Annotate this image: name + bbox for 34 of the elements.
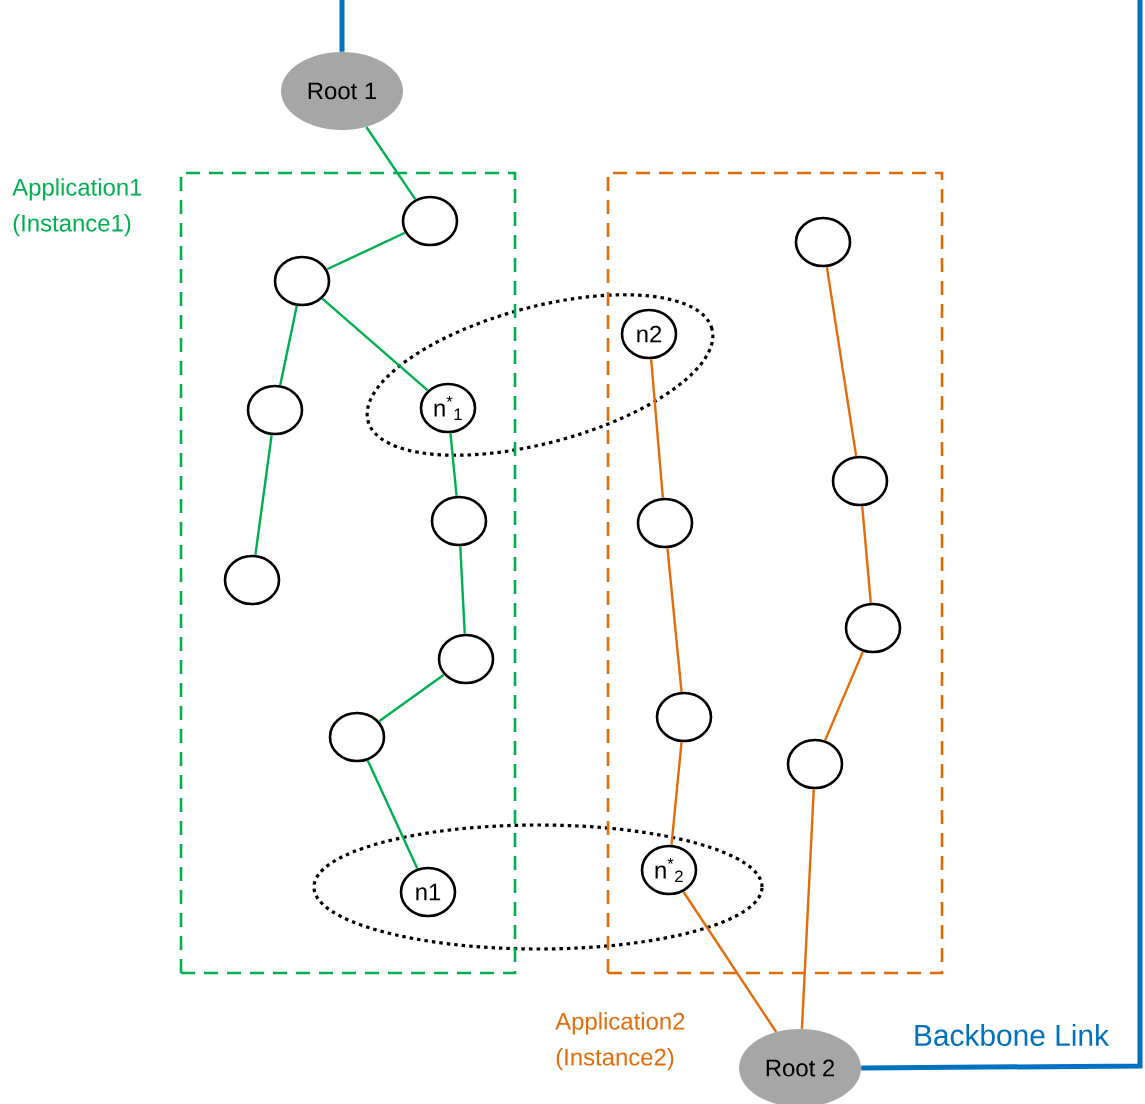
node-label: Application2 (Instance2) (555, 1012, 685, 1071)
node-circle (223, 554, 281, 606)
node-circle (328, 711, 386, 763)
tree-link (378, 673, 445, 723)
edge-label: Backbone Link (910, 1022, 1112, 1048)
tree-link (449, 433, 458, 496)
tree-link (824, 651, 865, 741)
tree-link (800, 789, 815, 1029)
tree-link (326, 231, 406, 271)
tree-link (254, 434, 273, 556)
node-circle (655, 691, 713, 743)
tree-link (279, 305, 298, 386)
node-circle (636, 497, 694, 549)
node-circle (794, 216, 852, 268)
tree-link (666, 548, 683, 692)
node-circle (786, 738, 844, 790)
tree-link (825, 266, 858, 457)
node-circle (430, 495, 488, 547)
backbone-link-line (339, 0, 1143, 1071)
tree-link (459, 546, 466, 634)
tree-link (861, 506, 872, 603)
node-circle (831, 455, 889, 507)
tree-link (366, 759, 419, 870)
node-circle (401, 195, 459, 247)
node-label: Application1 (Instance1) (12, 178, 142, 237)
node-circle (246, 384, 304, 436)
node-circle (844, 602, 902, 654)
tree-link (649, 359, 665, 498)
node-circle (273, 255, 331, 307)
tree-link (670, 742, 683, 845)
node-circle (437, 633, 495, 685)
tree-link (682, 891, 778, 1033)
tree-link (321, 297, 429, 392)
tree-link (365, 126, 417, 201)
